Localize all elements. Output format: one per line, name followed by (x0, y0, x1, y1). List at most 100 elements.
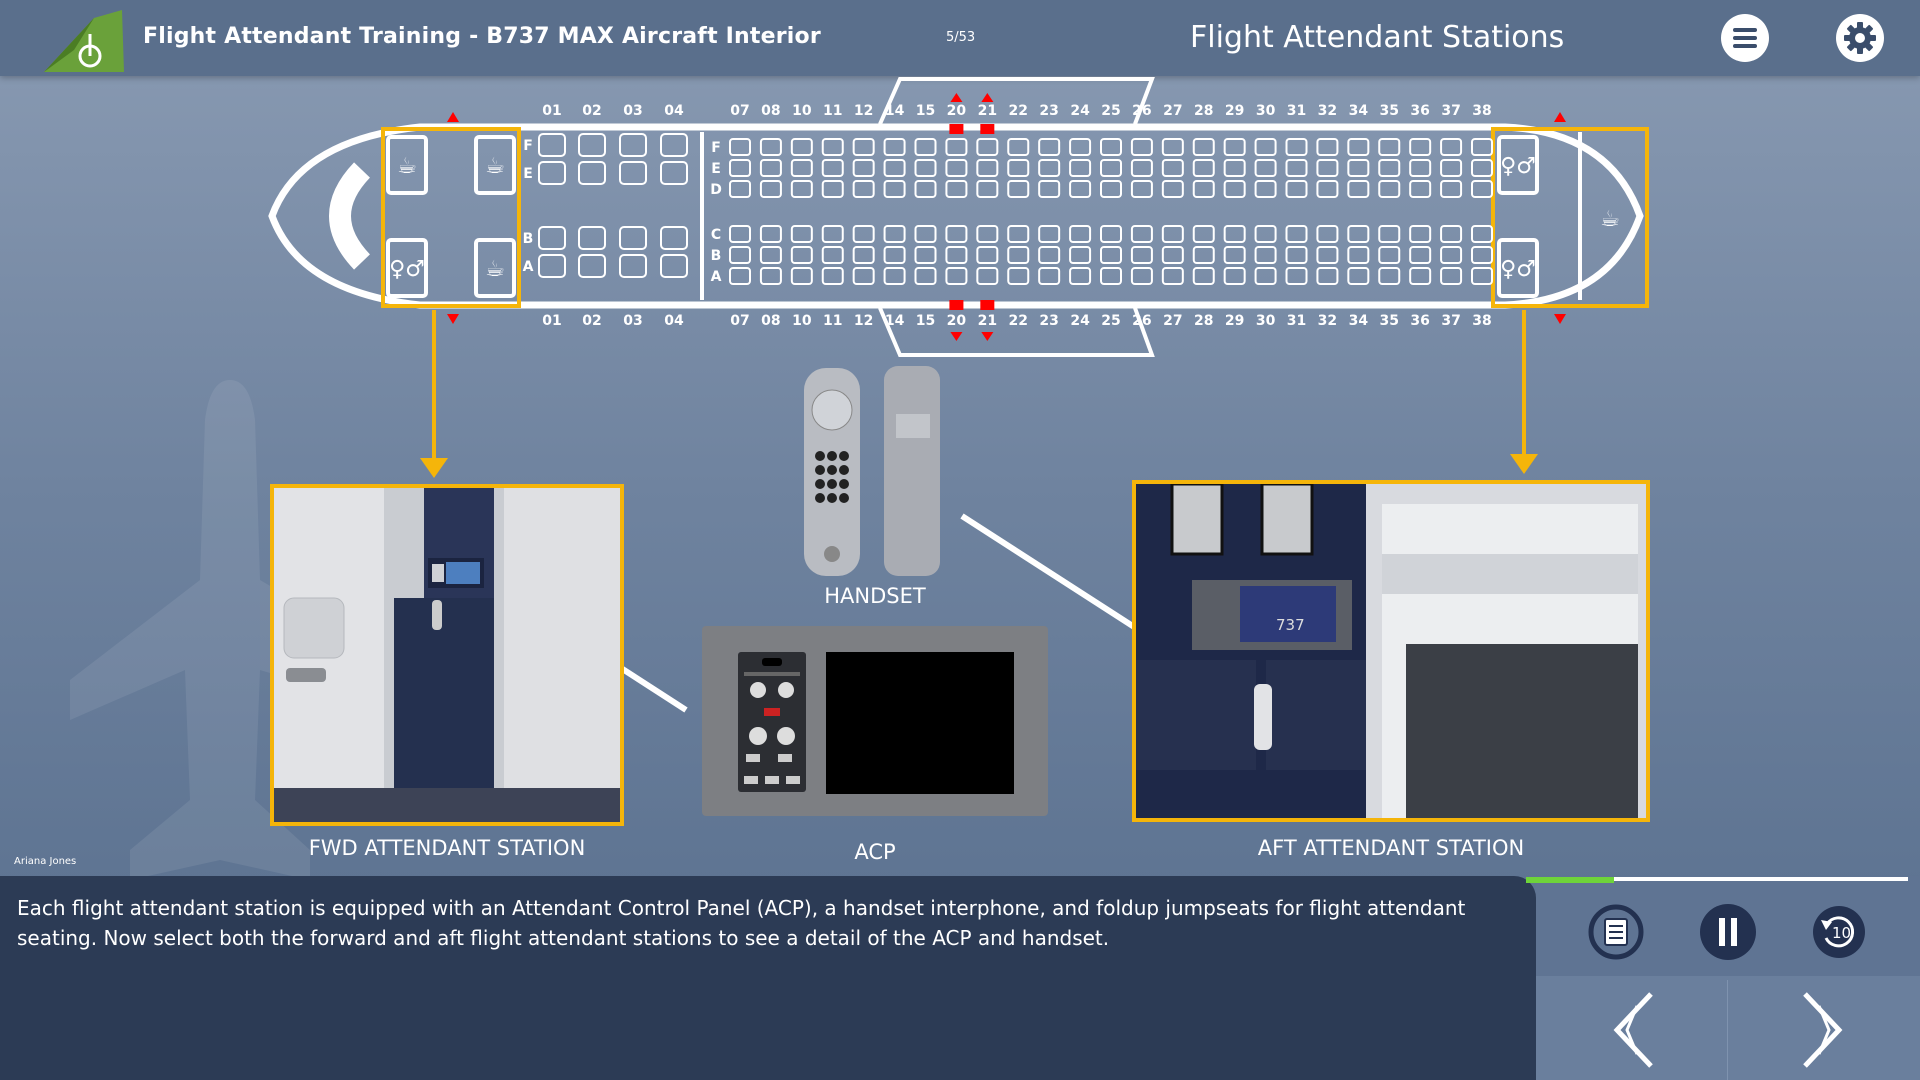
seat (1254, 180, 1277, 198)
seat (619, 254, 647, 278)
seat (1409, 138, 1432, 156)
chevron-left-icon (1613, 992, 1653, 1068)
seat (1471, 246, 1493, 264)
seat (729, 138, 751, 156)
seat (883, 138, 906, 156)
fwd-attendant-station-image[interactable] (270, 484, 624, 826)
seat (1100, 267, 1122, 285)
row-label: 28 (1194, 103, 1213, 119)
exit-arrow (950, 332, 963, 341)
seat (790, 267, 813, 285)
seat-letter: C (711, 227, 721, 243)
aft-station-highlight[interactable] (1491, 127, 1649, 308)
seat (1316, 246, 1339, 264)
seat (1347, 225, 1370, 243)
seat (976, 180, 999, 198)
settings-button[interactable] (1836, 14, 1884, 62)
seat (976, 267, 999, 285)
handset-illustration[interactable] (800, 364, 944, 580)
row-label: 29 (1225, 103, 1244, 119)
app-title: Flight Attendant Training - B737 MAX Air… (143, 24, 821, 49)
exit-arrow (981, 332, 994, 341)
galley-box (386, 135, 428, 195)
seat (1192, 246, 1215, 264)
door-arrow (1554, 314, 1566, 324)
row-label: 31 (1287, 313, 1306, 329)
chevron-right-icon (1803, 992, 1843, 1068)
seat (976, 159, 999, 177)
seat (538, 161, 566, 185)
seat (1316, 267, 1339, 285)
row-label: 02 (582, 313, 601, 329)
seat (945, 246, 968, 264)
seat (1007, 267, 1030, 285)
row-label: 10 (792, 103, 812, 119)
app-header: Flight Attendant Training - B737 MAX Air… (0, 0, 1920, 76)
seat (1378, 267, 1401, 285)
seat (1285, 138, 1308, 156)
seat (976, 138, 999, 156)
seat (619, 161, 647, 185)
seat (1285, 225, 1308, 243)
seat (1285, 267, 1308, 285)
gear-icon (1844, 22, 1876, 54)
pause-button[interactable] (1698, 900, 1758, 964)
seat (883, 159, 906, 177)
seat (1069, 267, 1092, 285)
aft-panel-badge: 737 (1276, 616, 1305, 634)
seat (1069, 138, 1092, 156)
keypad-key (827, 479, 837, 489)
row-label: 32 (1318, 103, 1337, 119)
progress-track[interactable] (1526, 877, 1908, 881)
cabin-seat-map: ☕☕♀♂☕♀♂♀♂☕ 0101020203030404FEBA070708081… (268, 77, 1649, 357)
seat (914, 180, 937, 198)
keypad-key (839, 479, 849, 489)
row-label: 20 (947, 103, 967, 119)
row-labels: 0101020203030404FEBA07070808101011111212… (523, 103, 1492, 329)
seat (1130, 225, 1153, 243)
hamburger-menu-icon (1733, 28, 1757, 48)
seat (821, 138, 844, 156)
row-label: 02 (582, 103, 601, 119)
seat (538, 254, 566, 278)
row-label: 24 (1070, 103, 1090, 119)
row-label: 38 (1472, 103, 1491, 119)
galley-box (474, 238, 516, 298)
seat (1378, 138, 1401, 156)
seat (578, 226, 606, 250)
menu-button[interactable] (1721, 14, 1769, 62)
acp-panel-image[interactable] (702, 626, 1048, 816)
exit-door-marker (949, 124, 964, 134)
seat (1161, 138, 1184, 156)
next-button[interactable] (1728, 980, 1920, 1080)
row-label: 08 (761, 313, 780, 329)
row-label: 32 (1318, 313, 1337, 329)
rewind-10-button[interactable]: 10 (1808, 900, 1870, 964)
seat (619, 133, 647, 157)
aft-attendant-station-image[interactable]: 737 (1132, 480, 1650, 822)
galley-icon: ☕ (1600, 207, 1620, 232)
door-arrow (1554, 112, 1566, 122)
airplane-watermark-icon (70, 380, 430, 880)
lavatory-icon: ♀♂ (389, 257, 425, 282)
fwd-station-highlight[interactable] (381, 127, 521, 308)
seat (1316, 180, 1339, 198)
lav-box (1497, 135, 1539, 195)
seat (729, 267, 751, 285)
seat-letter: A (711, 269, 722, 285)
seat (1192, 159, 1215, 177)
exit-door-marker (980, 124, 995, 134)
airline-logo-icon (44, 10, 124, 72)
seat (1347, 246, 1370, 264)
prev-button[interactable] (1536, 980, 1727, 1080)
seat (1223, 138, 1246, 156)
row-label: 10 (792, 313, 812, 329)
seat (790, 138, 813, 156)
seat (1038, 267, 1061, 285)
row-label: 28 (1194, 313, 1213, 329)
replay-button[interactable] (1586, 900, 1646, 964)
row-label: 37 (1441, 103, 1460, 119)
seat (883, 246, 906, 264)
keypad-key (815, 451, 825, 461)
exit-door-marker (980, 300, 995, 310)
